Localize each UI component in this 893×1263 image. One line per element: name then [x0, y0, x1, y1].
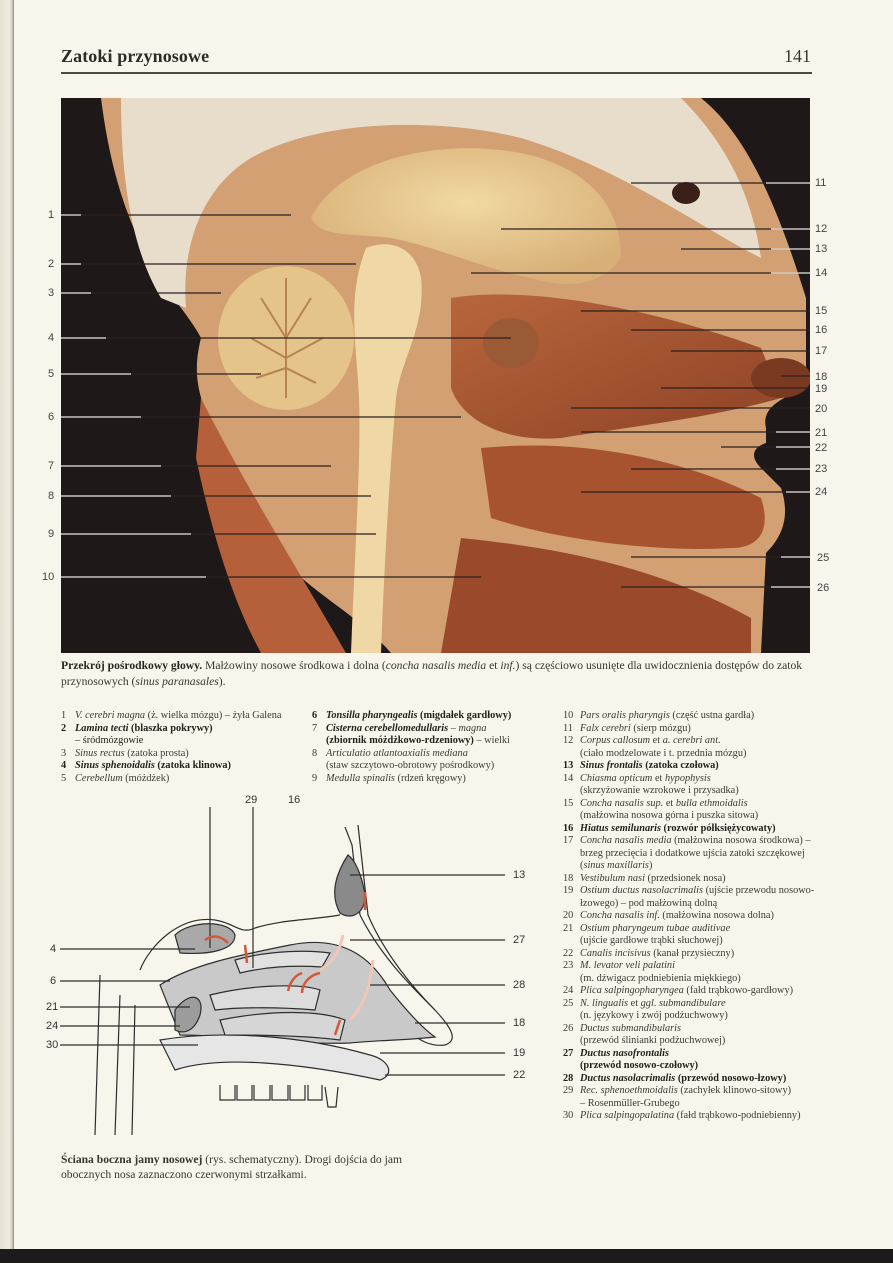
photo-label-4: 4: [48, 332, 55, 344]
scan-bottom-border: [0, 1249, 893, 1263]
photo-label-26: 26: [817, 582, 830, 594]
photo-label-5: 5: [48, 368, 55, 380]
diagram-label-27: 27: [513, 934, 526, 946]
diagram-caption: Ściana boczna jamy nosowej (rys. schemat…: [61, 1153, 403, 1181]
diagram-label-18: 18: [513, 1017, 526, 1029]
page-number: 141: [784, 46, 811, 66]
photo-label-22: 22: [815, 442, 828, 454]
diagram-label-16: 16: [288, 794, 301, 806]
nasal-lateral-wall-diagram: 29 16 4 6 21 24 30 13 27 28 18 19 22: [40, 795, 540, 1145]
photo-label-12: 12: [815, 223, 828, 235]
figure-caption-section: Przekrój pośrodkowy głowy. Małżowiny nos…: [61, 659, 803, 688]
photo-label-14: 14: [815, 267, 828, 279]
photo-label-1: 1: [48, 209, 55, 221]
diagram-label-21: 21: [46, 1001, 59, 1013]
photo-label-6: 6: [48, 411, 55, 423]
photo-label-15: 15: [815, 305, 828, 317]
red-arrows: [204, 892, 367, 1036]
diagram-label-13: 13: [513, 869, 526, 881]
photo-label-23: 23: [815, 463, 828, 475]
diagram-label-30: 30: [46, 1039, 59, 1051]
caption-bold: Przekrój pośrodkowy głowy.: [61, 659, 203, 672]
photo-label-7: 7: [48, 460, 55, 472]
photo-label-8: 8: [48, 490, 55, 502]
diagram-label-22: 22: [513, 1069, 526, 1081]
diagram-label-19: 19: [513, 1047, 526, 1059]
photo-label-10: 10: [42, 571, 55, 583]
photo-label-16: 16: [815, 324, 828, 336]
diagram-label-24: 24: [46, 1020, 59, 1032]
diagram-label-28: 28: [513, 979, 526, 991]
photo-label-20: 20: [815, 403, 828, 415]
photo-label-11: 11: [815, 177, 827, 189]
header-rule: [61, 72, 812, 74]
photo-label-21: 21: [815, 427, 828, 439]
photo-label-3: 3: [48, 287, 55, 299]
photo-label-2: 2: [48, 258, 55, 270]
photo-label-13: 13: [815, 243, 828, 255]
anatomy-photo-illustration: [61, 98, 810, 653]
photo-label-25: 25: [817, 552, 830, 564]
photo-label-24: 24: [815, 486, 828, 498]
diagram-label-29: 29: [245, 794, 258, 806]
photo-label-18: 18: [815, 371, 828, 383]
photo-label-17: 17: [815, 345, 828, 357]
diagram-label-6: 6: [50, 975, 57, 987]
page-title: Zatoki przynosowe: [61, 46, 210, 66]
book-spine-edge: [0, 0, 14, 1250]
photo-label-9: 9: [48, 528, 55, 540]
diagram-label-4: 4: [50, 943, 57, 955]
photo-label-19: 19: [815, 383, 828, 395]
diagram-caption-bold: Ściana boczna jamy nosowej: [61, 1153, 203, 1166]
nasal-cavity-drawing: [60, 807, 505, 1136]
sagittal-section-photo: [61, 98, 810, 653]
